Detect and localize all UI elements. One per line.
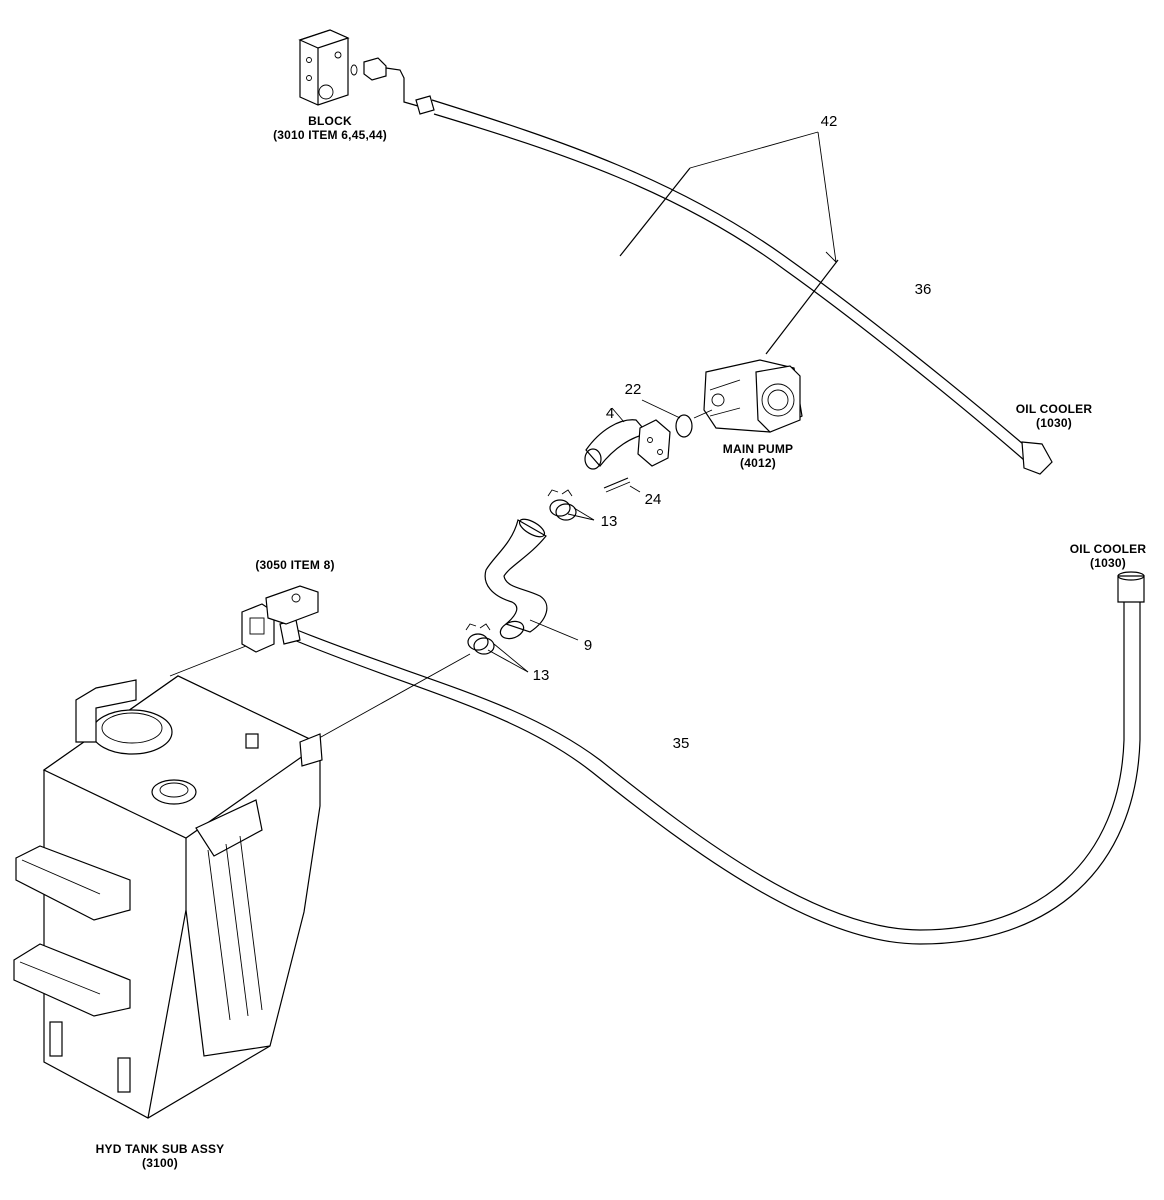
hose-9: [484, 518, 579, 641]
oil-cooler-top-ref-label: (1030): [1036, 416, 1072, 430]
hyd-tank-label: HYD TANK SUB ASSY: [95, 1142, 225, 1156]
callout-9: 9: [583, 637, 593, 654]
main-pump-label: MAIN PUMP: [722, 442, 794, 456]
main-pump-part: [703, 359, 803, 433]
hyd-tank-ref-label: (3100): [142, 1156, 178, 1170]
oil-cooler-top-label: OIL COOLER: [1015, 402, 1093, 416]
block-part: [298, 29, 419, 107]
callout-42: 42: [820, 113, 838, 130]
hose-36: [415, 95, 1053, 475]
callout-22: 22: [624, 381, 642, 398]
callout-35: 35: [672, 735, 690, 752]
callout-13-upper: 13: [600, 513, 618, 530]
cable-ties-42: [619, 131, 839, 355]
hose-35: [279, 571, 1145, 945]
clamps-13-upper: [547, 489, 595, 521]
elbow-fitting-4: [584, 407, 671, 470]
hyd-tank-part: [13, 675, 323, 1119]
oil-cooler-right-ref-label: (1030): [1090, 556, 1126, 570]
callout-4: 4: [605, 405, 615, 422]
callout-24: 24: [644, 491, 662, 508]
callout-13-lower: 13: [532, 667, 550, 684]
oil-cooler-right-label: OIL COOLER: [1069, 542, 1147, 556]
clamps-13-lower: [465, 623, 529, 673]
o-ring-22: [675, 414, 693, 438]
port-3050-item8: [241, 585, 319, 653]
callout-36: 36: [914, 281, 932, 298]
pin-24: [603, 477, 641, 493]
block-ref-label: (3010 ITEM 6,45,44): [273, 128, 387, 142]
item-3050-label: (3050 ITEM 8): [255, 558, 335, 572]
main-pump-ref-label: (4012): [740, 456, 776, 470]
block-label: BLOCK: [308, 114, 352, 128]
